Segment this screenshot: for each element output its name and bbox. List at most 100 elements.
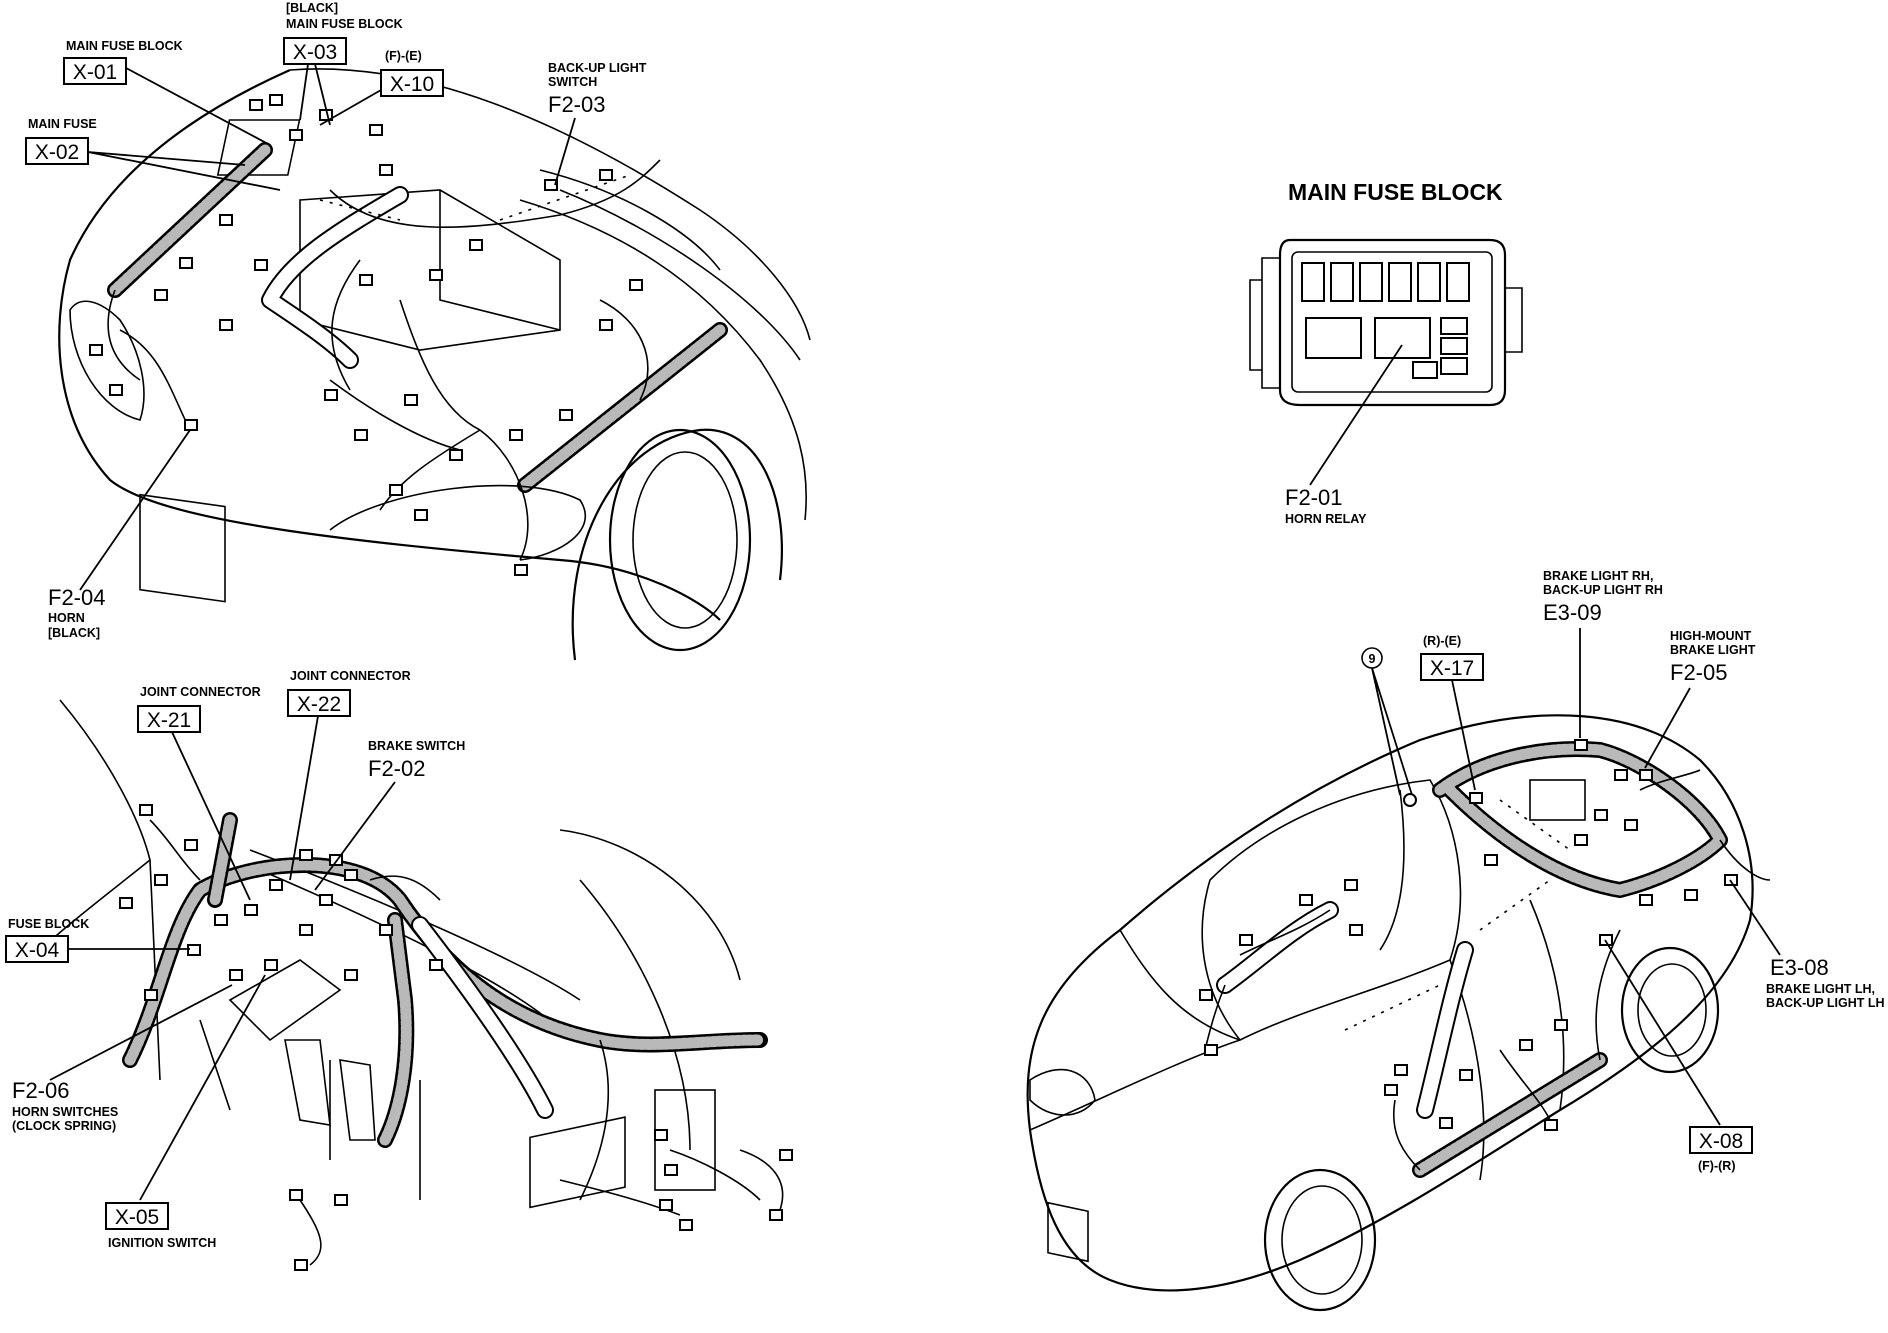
rear-clip-row: [1344, 799, 1571, 1031]
x05-leader: [139, 974, 266, 1201]
engine-bay-floor-oval: [329, 484, 587, 561]
main-fuse-block-title: MAIN FUSE BLOCK: [1288, 179, 1503, 205]
car-plate: [1047, 1201, 1089, 1263]
rear-module-box: [1529, 779, 1586, 821]
f205-leader: [1644, 687, 1691, 769]
dashboard-module-box: [529, 1116, 626, 1209]
e309-code: E3-09: [1543, 600, 1602, 625]
f203-desc-2: SWITCH: [548, 75, 597, 89]
x02-code: X-02: [35, 141, 79, 164]
x21-box: X-21: [137, 705, 201, 733]
engine-bay-headlight: [69, 300, 145, 421]
x17-desc: (R)-(E): [1423, 634, 1461, 648]
x04-code: X-04: [15, 939, 60, 962]
fuse-block-right-tab: [1505, 287, 1523, 353]
x03-desc-1: [BLACK]: [286, 1, 338, 15]
car-hood: [1029, 929, 1241, 1131]
e309-desc-2: BACK-UP LIGHT RH: [1543, 583, 1663, 597]
x22-leader: [289, 715, 319, 881]
x08-leader: [1604, 939, 1721, 1126]
main-fuse-block-panel: MAIN FUSE BLOCK F2-01 HORN RELAY: [1249, 179, 1523, 526]
f206-code: F2-06: [12, 1078, 69, 1103]
x08-desc: (F)-(R): [1698, 1159, 1735, 1173]
engine-bay-panel: MAIN FUSE BLOCK X-01 [BLACK] MAIN FUSE B…: [25, 1, 811, 661]
x02-leader: [87, 151, 281, 191]
f204-leader: [79, 429, 191, 591]
engine-bay-windshield: [539, 169, 801, 361]
f202-code: F2-02: [368, 756, 425, 781]
x03-box: X-03: [283, 37, 347, 65]
f203-leader: [554, 117, 576, 186]
f203-code: F2-03: [548, 92, 605, 117]
x01-desc: MAIN FUSE BLOCK: [66, 39, 183, 53]
car-front-wheel: [1263, 1168, 1377, 1312]
e309-desc-1: BRAKE LIGHT RH,: [1543, 569, 1653, 583]
f205-desc-2: BRAKE LIGHT: [1670, 643, 1756, 657]
dashboard-a-pillar-left: [29, 699, 151, 961]
dashboard-cowl: [249, 849, 581, 1031]
x01-box: X-01: [63, 57, 127, 85]
x22-code: X-22: [297, 693, 341, 716]
ground-leader: [1371, 667, 1413, 796]
fuse-slots-small: [1412, 317, 1468, 379]
dashboard-steering-column: [228, 959, 342, 1042]
f204-code: F2-04: [48, 585, 105, 610]
e308-code: E3-08: [1770, 955, 1829, 980]
engine-bay-harness-clips: [319, 174, 631, 221]
f202-desc: BRAKE SWITCH: [368, 739, 465, 753]
x22-box: X-22: [287, 689, 351, 717]
engine-bay-fuse-box: [216, 119, 301, 176]
dashboard-panel: JOINT CONNECTOR X-21 JOINT CONNECTOR X-2…: [5, 669, 793, 1271]
x22-desc: JOINT CONNECTOR: [290, 669, 411, 683]
x05-box: X-05: [105, 1202, 169, 1230]
ground-num: 9: [1369, 652, 1376, 666]
x05-desc: IGNITION SWITCH: [108, 1236, 216, 1250]
rear-connectors: [1199, 739, 1738, 1131]
car-rear-wheel: [1620, 946, 1720, 1074]
engine-bay-fender-edge: [519, 199, 807, 521]
f205-desc-1: HIGH-MOUNT: [1670, 629, 1752, 643]
engine-bay-body-outline: [58, 68, 721, 621]
x02-desc: MAIN FUSE: [28, 117, 97, 131]
x10-code: X-10: [390, 73, 434, 96]
x03-code: X-03: [293, 41, 337, 64]
x01-leader: [125, 67, 271, 146]
fuse-slots-top-row: [1301, 262, 1470, 302]
x08-code: X-08: [1699, 1130, 1743, 1153]
e308-desc-1: BRAKE LIGHT LH,: [1766, 982, 1875, 996]
x05-code: X-05: [115, 1206, 159, 1229]
f203-desc-1: BACK-UP LIGHT: [548, 61, 647, 75]
x21-leader: [171, 731, 251, 901]
engine-bay-connectors: [89, 94, 643, 576]
e308-leader: [1729, 879, 1781, 956]
f202-leader: [314, 781, 396, 891]
fuse-block-left-tab: [1249, 257, 1280, 389]
f201-code: F2-01: [1285, 485, 1342, 510]
rear-body-panel: 9 (R)-(E) X-17 BRAKE LIGHT RH, BACK-UP L…: [1026, 569, 1885, 1312]
x17-box: X-17: [1420, 653, 1484, 681]
dashboard-a-pillar-right: [559, 829, 741, 1151]
f206-desc-1: HORN SWITCHES: [12, 1105, 118, 1119]
engine-bay-license-plate: [139, 493, 226, 603]
e308-desc-2: BACK-UP LIGHT LH: [1766, 996, 1885, 1010]
rear-wiring: [1204, 769, 1771, 1171]
fuse-block-inner-frame: [1291, 251, 1493, 393]
f204-desc-1: HORN: [48, 611, 85, 625]
x08-box: X-08: [1689, 1126, 1753, 1154]
x01-code: X-01: [73, 61, 117, 84]
engine-wiring: [107, 159, 661, 561]
x10-desc: (F)-(E): [385, 49, 422, 63]
x04-box: X-04: [5, 935, 69, 963]
f204-desc-2: [BLACK]: [48, 626, 100, 640]
x21-code: X-21: [147, 709, 191, 732]
engine-bay-front-wheel: [571, 428, 783, 661]
x10-box: X-10: [380, 69, 444, 97]
f201-leader: [1309, 344, 1403, 486]
dashboard-wiring: [149, 819, 784, 1266]
x03-leader: [299, 63, 331, 126]
x17-code: X-17: [1430, 657, 1474, 680]
x10-leader: [319, 89, 382, 126]
dashboard-connectors: [119, 804, 793, 1271]
